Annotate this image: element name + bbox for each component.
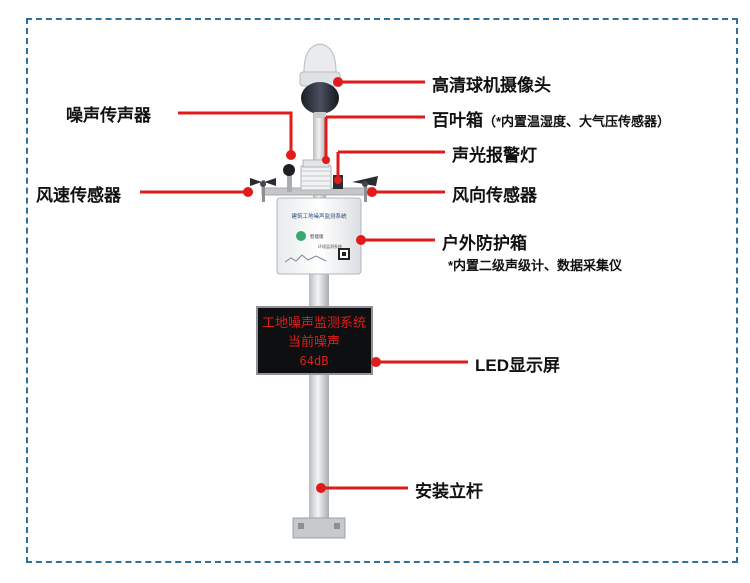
led-screen: 工地噪声监测系统 当前噪声 64dB [256, 306, 373, 375]
label-led-screen: LED显示屏 [475, 356, 560, 375]
wind-speed-sensor [250, 178, 276, 202]
louver-box [300, 159, 332, 191]
label-wind-direction: 风向传感器 [452, 186, 537, 205]
box-logo-text: 智能版 [310, 233, 324, 240]
led-line-3: 64dB [300, 354, 329, 368]
label-louver-box: 百叶箱（*内置温湿度、大气压传感器） [432, 106, 670, 131]
pole-base-plate [292, 517, 346, 539]
box-panel-title: 建筑工地噪声监测系统 [291, 212, 347, 220]
label-alarm-light: 声光报警灯 [452, 146, 537, 165]
led-line-2: 当前噪声 [288, 334, 340, 350]
diagram-frame [26, 18, 738, 563]
label-outdoor-box-note: *内置二级声级计、数据采集仪 [448, 258, 623, 273]
label-louver-box-note: （*内置温湿度、大气压传感器） [483, 114, 671, 129]
label-pole: 安装立杆 [415, 482, 483, 501]
label-outdoor-box: 户外防护箱 [442, 234, 527, 253]
outdoor-protection-box: 建筑工地噪声监测系统 智能版 环境监测系统 [276, 197, 362, 275]
label-wind-speed: 风速传感器 [36, 186, 121, 205]
pointer-dots [243, 77, 381, 493]
label-camera: 高清球机摄像头 [432, 76, 551, 95]
pointer-noise-sensor [178, 111, 293, 152]
wind-direction-sensor [352, 176, 378, 202]
pointer-lines [140, 80, 468, 490]
noise-microphone [283, 164, 295, 192]
label-noise-sensor: 噪声传声器 [66, 106, 151, 125]
label-louver-box-title: 百叶箱 [432, 111, 483, 130]
box-small-text: 环境监测系统 [318, 243, 342, 249]
led-line-1: 工地噪声监测系统 [262, 316, 366, 331]
